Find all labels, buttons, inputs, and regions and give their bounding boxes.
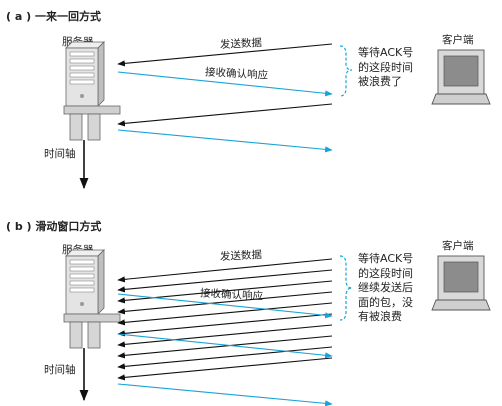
wait-note-b: 等待ACK号 的这段时间 继续发送后 面的包，没 有被浪费 [358,252,414,323]
data-arrow-b-9 [117,346,333,370]
wait-brace-b [339,255,353,321]
server-icon-b [63,249,121,349]
time-axis-label-b: 时间轴 [44,364,76,376]
data-arrow-a-1 [117,43,333,67]
client-computer-icon-b [431,255,491,311]
data-arrow-a-2 [117,103,333,127]
data-arrow-b-3 [117,280,333,304]
time-axis-label-a: 时间轴 [44,148,76,160]
wait-note-a: 等待ACK号 的这段时间 被浪费了 [358,46,414,88]
ack-arrow-b-3 [117,383,333,406]
data-arrow-b-8 [117,335,333,359]
data-arrow-b-6 [117,313,333,337]
client-computer-icon [431,49,491,105]
server-icon [63,41,121,141]
ack-arrow-a-1 [117,71,333,97]
data-arrow-b-2 [117,269,333,293]
ack-arrow-b-2 [117,333,333,359]
section-a-title: ( a ) 一来一回方式 [6,10,101,23]
ack-arrow-b-1 [117,293,333,319]
wait-brace-a [339,45,353,97]
data-arrow-b-7 [117,324,333,348]
data-arrow-b-5 [117,302,333,326]
client-label-b: 客户端 [442,240,474,252]
section-b-title: ( b ) 滑动窗口方式 [6,220,102,233]
data-arrow-b-4 [117,291,333,315]
ack-arrow-a-2 [117,129,333,153]
data-arrow-b-1 [117,258,333,283]
client-label-a: 客户端 [442,34,474,46]
data-arrow-b-10 [117,357,333,381]
